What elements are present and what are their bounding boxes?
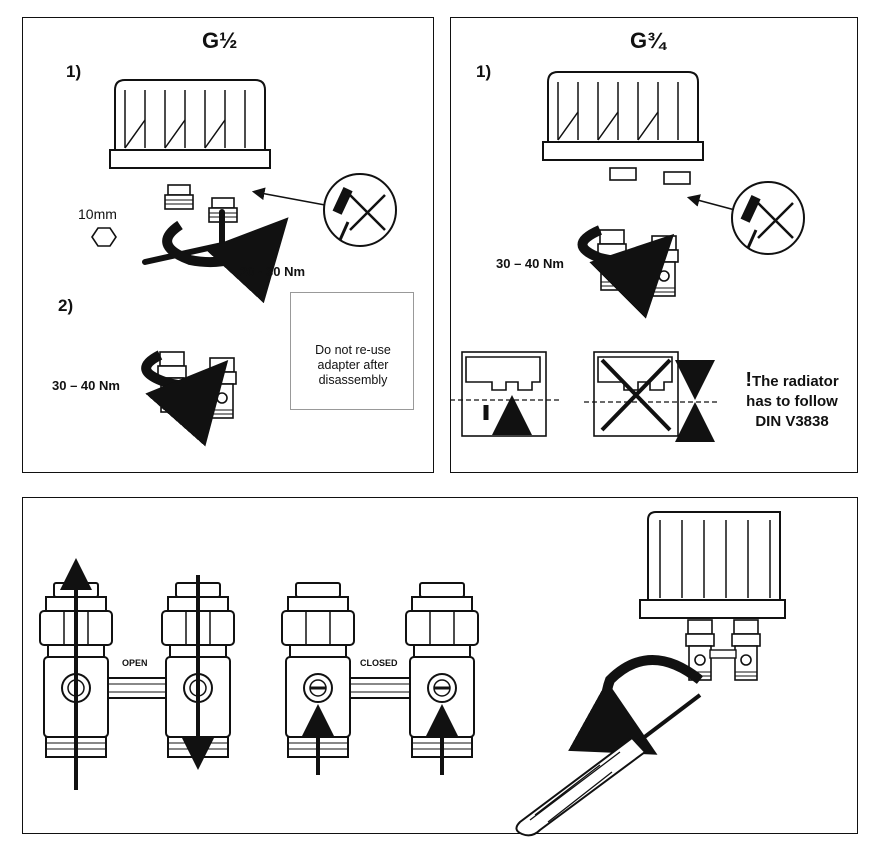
no-sealant-icon	[323, 173, 397, 247]
g34-title: G¾	[630, 28, 666, 53]
hex-icon	[91, 227, 117, 247]
note-line: The radiator	[751, 373, 839, 390]
valve-pair-icon	[685, 619, 761, 681]
screwdriver-icon	[515, 693, 702, 837]
radiator-icon	[639, 511, 786, 619]
note-mark: !	[745, 369, 752, 391]
torque-valve-label: 30 – 40 Nm	[496, 256, 564, 271]
rotate-arrow-icon	[568, 655, 704, 755]
din-correct-icon	[450, 351, 560, 436]
valve-closed-icon	[281, 582, 479, 775]
note-line: DIN V3838	[755, 413, 829, 430]
open-label: OPEN	[122, 658, 148, 668]
g34-step1-label: 1)	[476, 62, 492, 81]
adapter-icon	[164, 184, 238, 223]
warning-box: Do not re-use adapter after disassembly	[290, 292, 414, 410]
warning-line: disassembly	[318, 373, 388, 387]
g12-step1-label: 1)	[66, 62, 82, 81]
valve-pair-icon	[141, 350, 237, 447]
g12-step2-label: 2)	[58, 296, 74, 315]
din-incorrect-icon	[584, 351, 720, 442]
note-line: has to follow	[746, 393, 838, 410]
torque-valve-label: 30 – 40 Nm	[52, 378, 120, 393]
warning-line: adapter after	[317, 358, 389, 372]
radiator-icon	[542, 71, 704, 161]
valve-open-icon	[39, 558, 235, 790]
torque-adapter-label: 20 - 30 Nm	[240, 264, 306, 279]
closed-label: CLOSED	[360, 658, 398, 668]
hex-size-label: 10mm	[78, 206, 117, 222]
g12-title: G½	[202, 28, 238, 53]
valve-pair-icon	[577, 225, 679, 319]
radiator-icon	[109, 79, 271, 169]
no-sealant-icon	[731, 181, 805, 255]
din-note: !The radiator has to follow DIN V3838	[727, 370, 857, 432]
warning-line: Do not re-use	[315, 343, 391, 357]
